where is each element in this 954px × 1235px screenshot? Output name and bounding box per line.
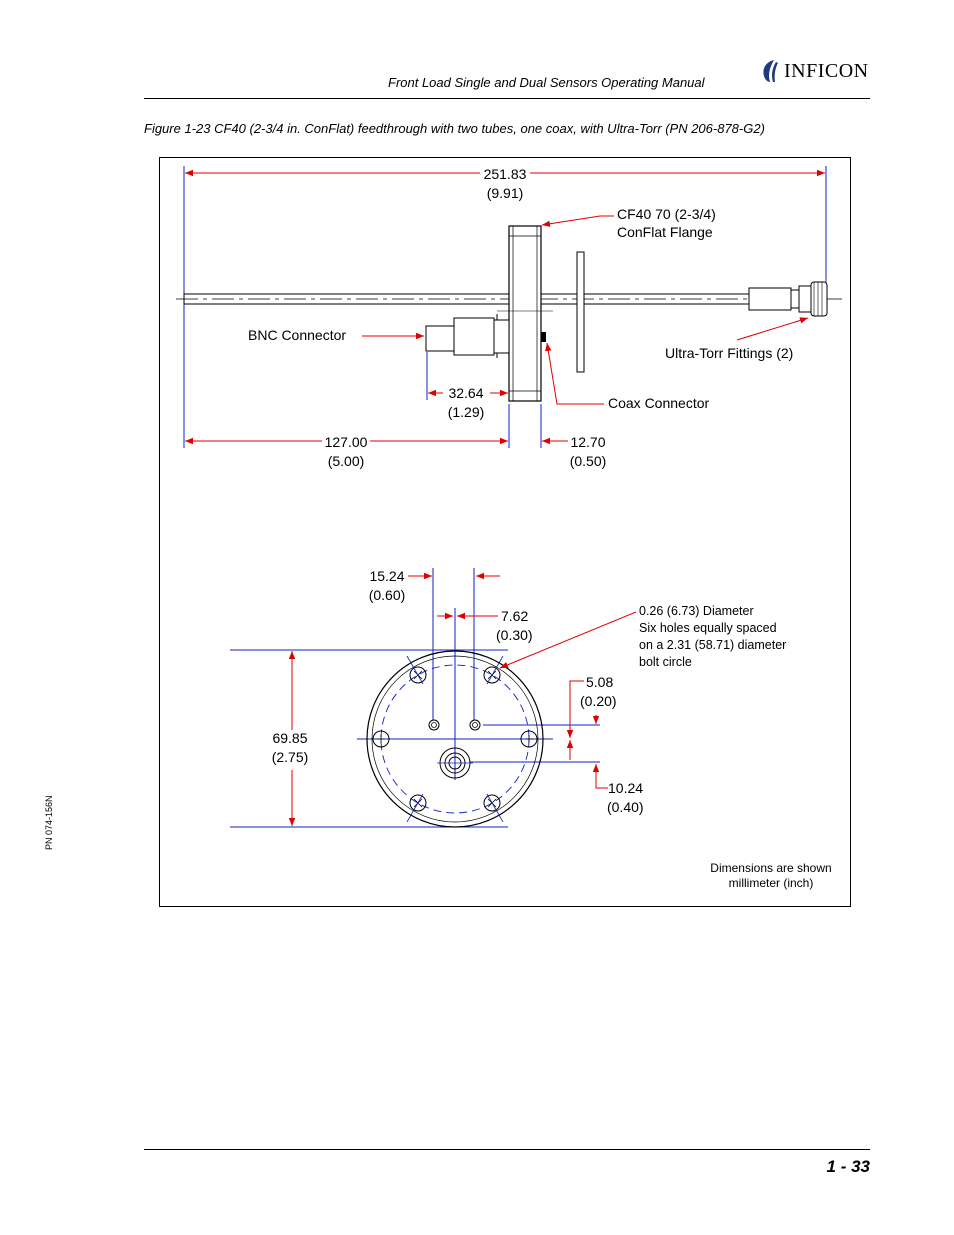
header-rule — [144, 98, 870, 99]
dim-flange-diameter-in: (2.75) — [272, 749, 309, 765]
dim-overall-mm: 251.83 — [484, 166, 527, 182]
dim-tube-length-in: (5.00) — [328, 453, 365, 469]
dim-flange-offset-mm: 32.64 — [448, 385, 483, 401]
header-title: Front Load Single and Dual Sensors Opera… — [388, 75, 705, 90]
dim-tube-spacing-mm: 15.24 — [369, 568, 404, 584]
footer-rule — [144, 1149, 870, 1150]
dim-flange-offset-in: (1.29) — [448, 404, 485, 420]
page-number: 1 - 33 — [826, 1157, 870, 1176]
bnc-connector-label: BNC Connector — [248, 327, 346, 343]
dim-half-spacing-in: (0.30) — [496, 627, 533, 643]
ultra-torr-fitting — [748, 287, 792, 311]
inficon-swoosh-icon — [763, 60, 778, 82]
front-view: 15.24 (0.60) 7.62 (0.30) 0.26 (6.73) Dia… — [230, 568, 832, 890]
dim-tube-length-mm: 127.00 — [325, 434, 368, 450]
bnc-connector — [425, 325, 455, 352]
side-view: 251.83 (9.91) CF40 70 (2-3/4) ConFlat Fl… — [176, 166, 842, 469]
hole-note-line2: Six holes equally spaced — [639, 621, 777, 635]
dim-flange-thickness-mm: 12.70 — [570, 434, 605, 450]
figure-frame — [159, 157, 851, 907]
dim-half-spacing-mm: 7.62 — [501, 608, 528, 624]
dim-tube-offset-in: (0.20) — [580, 693, 617, 709]
dim-flange-diameter-mm: 69.85 — [272, 730, 307, 746]
hole-note-line3: on a 2.31 (58.71) diameter — [639, 638, 786, 652]
hole-note-line1: 0.26 (6.73) Diameter — [639, 604, 754, 618]
inficon-logo: INFICON — [760, 58, 869, 84]
dim-overall-in: (9.91) — [487, 185, 524, 201]
coax-connector — [541, 332, 546, 342]
figure-caption: Figure 1-23 CF40 (2-3/4 in. ConFlat) fee… — [144, 121, 765, 136]
part-number-label: PN 074-156N — [44, 795, 54, 850]
flange-label-line1: CF40 70 (2-3/4) — [617, 206, 716, 222]
mounting-plate — [576, 251, 585, 373]
dim-coax-offset-in: (0.40) — [607, 799, 644, 815]
units-note-line1: Dimensions are shown — [710, 861, 831, 875]
units-note-line2: millimeter (inch) — [729, 876, 814, 890]
ultra-torr-label: Ultra-Torr Fittings (2) — [665, 345, 793, 361]
logo-text: INFICON — [784, 59, 869, 82]
dim-tube-spacing-in: (0.60) — [369, 587, 406, 603]
coax-connector-label: Coax Connector — [608, 395, 710, 411]
dim-coax-offset-mm: 10.24 — [608, 780, 643, 796]
dim-tube-offset-mm: 5.08 — [586, 674, 613, 690]
dim-flange-thickness-in: (0.50) — [570, 453, 607, 469]
conflat-flange — [508, 225, 542, 402]
hole-note-line4: bolt circle — [639, 655, 692, 669]
flange-label-line2: ConFlat Flange — [617, 224, 713, 240]
